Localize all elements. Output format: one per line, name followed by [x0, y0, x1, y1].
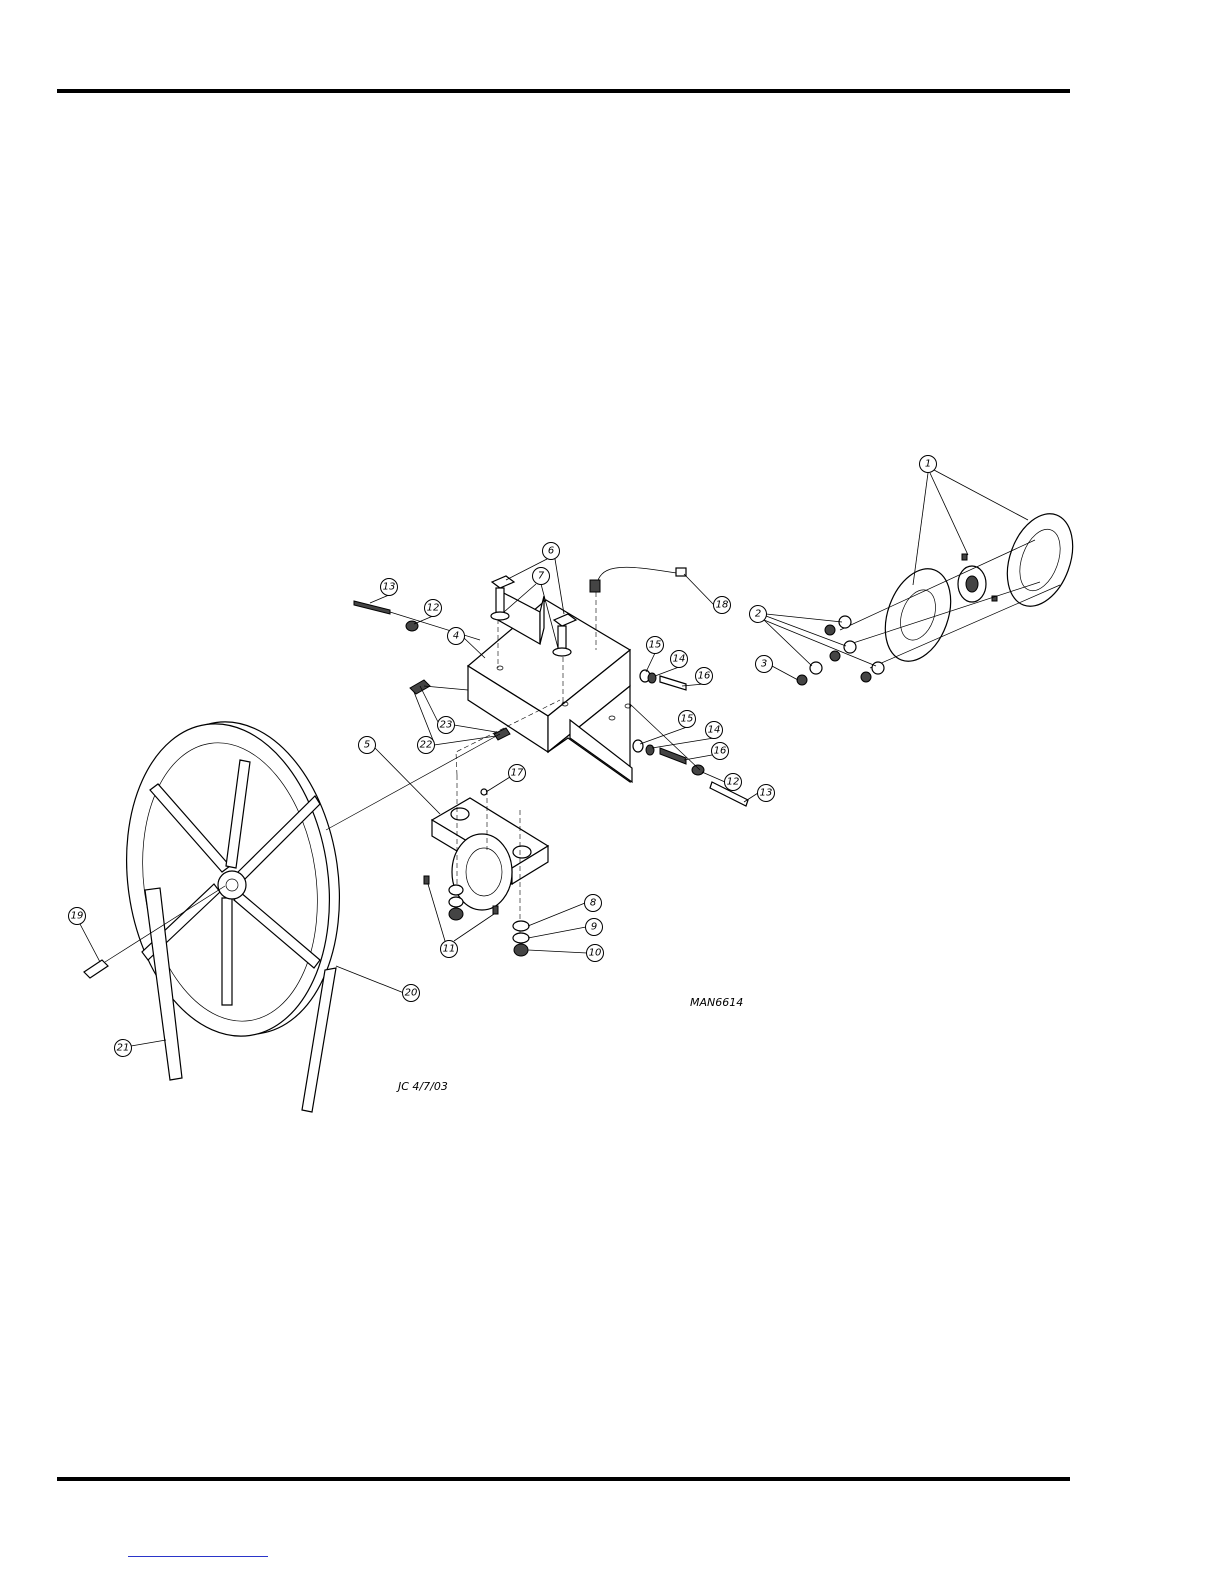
callout-c18: 18 [714, 597, 731, 614]
callout-c17: 17 [509, 765, 526, 782]
callout-label: 10 [589, 948, 602, 959]
callout-c14b: 14 [706, 722, 723, 739]
callout-label: 15 [649, 640, 662, 651]
callout-c5: 5 [359, 737, 376, 754]
callout-c8: 8 [585, 895, 602, 912]
callout-c12b: 12 [725, 774, 742, 791]
callout-label: 22 [420, 740, 433, 751]
callout-label: 16 [714, 746, 727, 757]
callout-c22: 22 [418, 737, 435, 754]
callout-label: 7 [538, 571, 545, 582]
callout-c19: 19 [69, 908, 86, 925]
callout-label: 21 [117, 1043, 130, 1054]
callout-label: 4 [453, 631, 459, 642]
callout-c14a: 14 [671, 651, 688, 668]
callout-c11: 11 [441, 941, 458, 958]
drawing-code: MAN6614 [690, 996, 743, 1009]
callout-c16a: 16 [696, 668, 713, 685]
callout-c15b: 15 [679, 711, 696, 728]
callout-c20: 20 [403, 985, 420, 1002]
callout-c15a: 15 [647, 637, 664, 654]
callout-c10: 10 [587, 945, 604, 962]
callout-c12a: 12 [425, 600, 442, 617]
callout-label: 23 [440, 720, 453, 731]
callout-c13b: 13 [758, 785, 775, 802]
callout-label: 13 [383, 582, 396, 593]
callout-label: 20 [405, 988, 418, 999]
callout-label: 9 [591, 922, 597, 933]
callout-label: 3 [761, 659, 767, 670]
callout-label: 15 [681, 714, 694, 725]
callout-label: 16 [698, 671, 711, 682]
callout-c4: 4 [448, 628, 465, 645]
callout-c13a: 13 [381, 579, 398, 596]
callout-label: 17 [511, 768, 524, 779]
callout-label: 12 [727, 777, 740, 788]
callout-label: 18 [716, 600, 729, 611]
callout-label: 13 [760, 788, 773, 799]
callout-c9: 9 [586, 919, 603, 936]
callout-label: 5 [364, 740, 370, 751]
motor-flange-assembly [797, 505, 1085, 685]
callout-label: 6 [548, 546, 554, 557]
drafter-note: JC 4/7/03 [396, 1080, 448, 1093]
callout-c3: 3 [756, 656, 773, 673]
callout-label: 19 [71, 911, 84, 922]
callout-c23: 23 [438, 717, 455, 734]
callout-label: 14 [708, 725, 721, 736]
callout-c1: 1 [920, 456, 937, 473]
callout-c7: 7 [533, 568, 550, 585]
callout-label: 2 [755, 609, 761, 620]
callout-label: 8 [590, 898, 596, 909]
callout-c21: 21 [115, 1040, 132, 1057]
callout-label: 1 [925, 459, 931, 470]
callout-label: 14 [673, 654, 686, 665]
callout-c16b: 16 [712, 743, 729, 760]
callout-c2: 2 [750, 606, 767, 623]
callout-label: 11 [443, 944, 456, 955]
callout-label: 12 [427, 603, 440, 614]
callout-c6: 6 [543, 543, 560, 560]
